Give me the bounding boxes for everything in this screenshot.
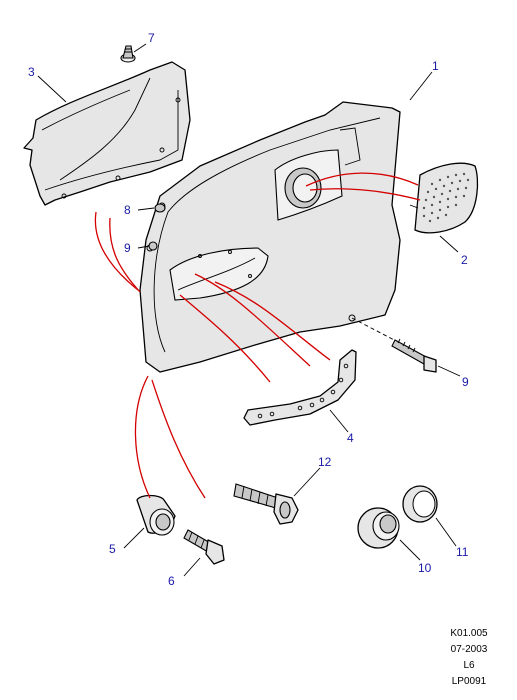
part-6-screw [183,529,225,565]
part-4-strip [243,349,357,426]
part-12-push-clip [233,483,299,525]
callout-1: 1 [432,59,439,73]
leader-lines [37,43,461,577]
assembly-lines [94,172,421,499]
callout-7: 7 [148,31,155,45]
reference-date: 07-2003 [450,644,488,655]
part-9-bolt [351,317,437,373]
callout-9-upper: 9 [124,241,131,255]
callout-11: 11 [456,545,469,559]
part-10-grommet [357,507,400,549]
callout-10: 10 [418,561,432,575]
part-3-upper-trim-panel [23,61,191,206]
part-9-clip-upper [148,241,158,251]
part-2-speaker-grille [409,162,479,234]
callout-9-lower: 9 [462,375,469,389]
callout-3: 3 [28,65,35,79]
part-1-door-trim-panel [139,101,401,373]
part-11-ring [402,485,438,523]
callout-8: 8 [124,203,131,217]
callout-6: 6 [168,574,175,588]
callout-4: 4 [347,431,354,445]
callout-12: 12 [318,455,332,469]
reference-code: K01.005 [450,628,488,639]
reference-block: K01.005 07-2003 L6 LP0091 [429,626,509,690]
reference-plate: LP0091 [451,676,487,687]
part-7-screw [120,45,136,63]
callout-2: 2 [461,253,468,267]
reference-level: L6 [463,660,475,671]
part-8-clip [154,203,166,213]
callout-5: 5 [109,542,116,556]
callout-labels: 1 2 3 4 5 6 7 8 9 9 10 11 12 [28,31,469,588]
part-5-cup-grommet [136,494,176,536]
